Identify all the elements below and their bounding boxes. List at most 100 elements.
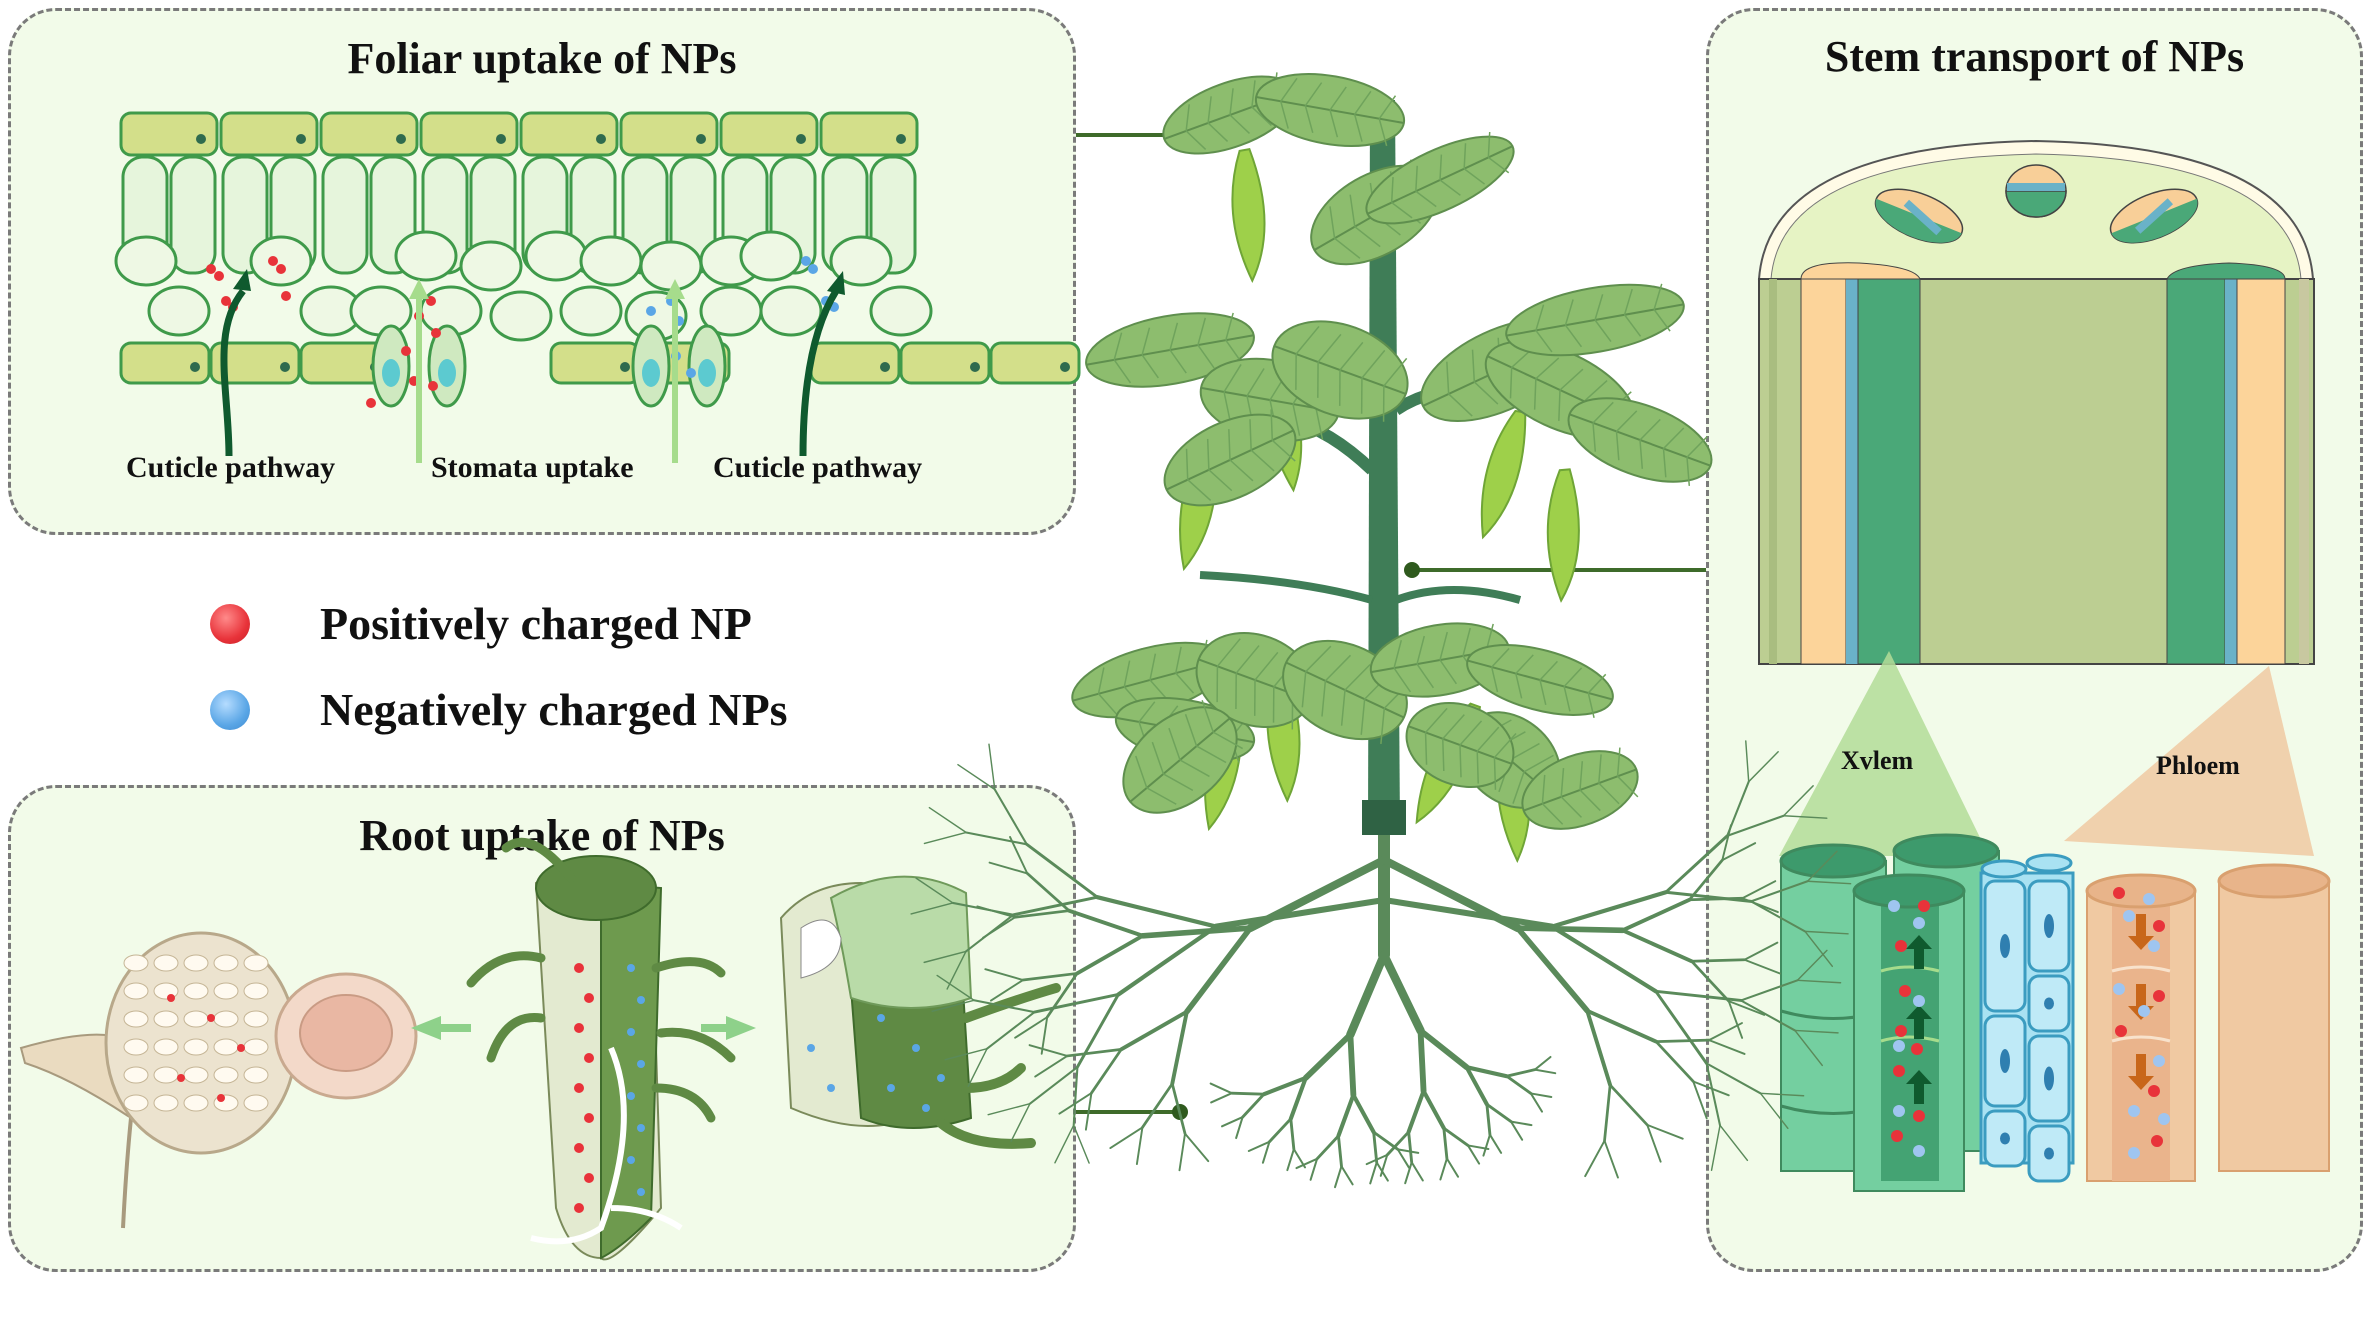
leaf-vein [1301, 671, 1307, 708]
root-cell [183, 982, 209, 1000]
root-cell [153, 1038, 179, 1056]
positive-np [584, 1173, 594, 1183]
phloem-strip-left [1800, 278, 1847, 665]
nucleus [880, 362, 890, 372]
negative-np [686, 368, 696, 378]
root-branch [1267, 1117, 1293, 1144]
leaf-vein [1415, 165, 1418, 192]
nucleus [970, 362, 980, 372]
leaf-vein [1579, 789, 1601, 812]
arrow-up-icon [1906, 935, 1932, 969]
root-cell [243, 1010, 269, 1028]
nucleus [496, 134, 506, 144]
leaf-vein [1246, 395, 1255, 428]
lower-epidermis-cell [209, 341, 301, 385]
leaf-vein [1523, 325, 1527, 359]
leaf-midrib [1467, 723, 1553, 797]
leaf-vein [1163, 773, 1194, 791]
root-branch [1585, 1008, 1613, 1087]
nucleus [2044, 1066, 2054, 1091]
leaf-vein [1349, 194, 1356, 227]
epidermis-cell [519, 111, 619, 157]
leaf-vein [1607, 391, 1632, 414]
positive-np [574, 1023, 584, 1033]
positive-np [2153, 920, 2165, 932]
nucleus [296, 134, 306, 144]
pea-pod [1266, 668, 1301, 804]
leaf-blade [1310, 164, 1440, 266]
positive-np [1895, 1025, 1907, 1037]
leaf-vein [1410, 159, 1417, 192]
leaf-vein [1509, 742, 1540, 761]
nucleus [2044, 914, 2054, 938]
pea-pod [1496, 728, 1531, 864]
leaf-vein [1564, 324, 1583, 348]
leaf-vein [1615, 431, 1620, 461]
leaf-vein [1617, 775, 1639, 798]
nucleus [696, 134, 706, 144]
root-branch [1309, 1157, 1319, 1181]
root-branch [1289, 1117, 1296, 1151]
root-branch [1417, 1027, 1427, 1094]
root-branch [1302, 1031, 1354, 1081]
leaf-vein [1254, 651, 1279, 681]
leaf-vein [1662, 427, 1685, 450]
nucleus [2044, 1147, 2054, 1160]
root-branch [1533, 1068, 1557, 1075]
leaf-vein [1559, 368, 1584, 391]
root-branch [1549, 924, 1658, 994]
root-branch [1247, 1140, 1271, 1152]
root-cell [213, 1066, 239, 1084]
root-branch [1184, 925, 1254, 1015]
leaf [1254, 73, 1406, 147]
connector-root-dot [1172, 1104, 1188, 1120]
epidermis-cell [319, 111, 419, 157]
root-branch [1482, 1133, 1491, 1157]
root-branch [1533, 1055, 1552, 1071]
positive-np [574, 963, 584, 973]
leaf-vein [1662, 448, 1667, 478]
leaf-vein [1295, 354, 1297, 390]
positive-np [584, 1113, 594, 1123]
spongy-cell [869, 285, 933, 337]
epidermis-cell [619, 111, 719, 157]
root-branch [1213, 897, 1387, 930]
leaf-vein [1493, 732, 1517, 759]
leaf-vein [1292, 403, 1301, 436]
root-branch [1286, 1148, 1295, 1172]
leaf-vein [1344, 663, 1371, 691]
negative-np [627, 964, 635, 972]
leaf-vein [1378, 118, 1388, 147]
leaf-blade [1484, 340, 1636, 440]
leaf-vein [1539, 660, 1558, 681]
leaf-vein [1315, 380, 1334, 409]
root-branch [1603, 1139, 1619, 1179]
phloem-zoom-cone [2064, 666, 2314, 856]
pea-pod [1204, 699, 1243, 832]
leaf-blade [1071, 641, 1229, 719]
spongy-cell [349, 285, 413, 337]
leaf [1282, 639, 1410, 745]
leaf-vein [1271, 439, 1296, 462]
lower-epidermis-cell [899, 341, 991, 385]
root-branch [1369, 1161, 1378, 1185]
stem-transport-panel: Stem transport of NPs [1706, 8, 2363, 1272]
positive-np [401, 346, 411, 356]
leaf [1122, 700, 1244, 814]
leaf-vein [1270, 409, 1274, 441]
leaf-vein [1295, 325, 1320, 355]
leaf-vein [1485, 623, 1494, 653]
leaf-vein [1292, 376, 1311, 405]
spongy-mesophyll [114, 230, 933, 342]
leaf-vein [1317, 333, 1342, 363]
leaf-vein [1473, 381, 1499, 405]
leaf-vein [1354, 90, 1372, 115]
positive-np [167, 994, 175, 1002]
root-branch [1292, 1148, 1307, 1169]
nucleus [1060, 362, 1070, 372]
leaf [1163, 409, 1297, 507]
leaf-vein [1360, 377, 1363, 414]
leaf-vein [1497, 337, 1501, 371]
root-branch [1654, 989, 1709, 1065]
main-stem [1368, 100, 1400, 830]
